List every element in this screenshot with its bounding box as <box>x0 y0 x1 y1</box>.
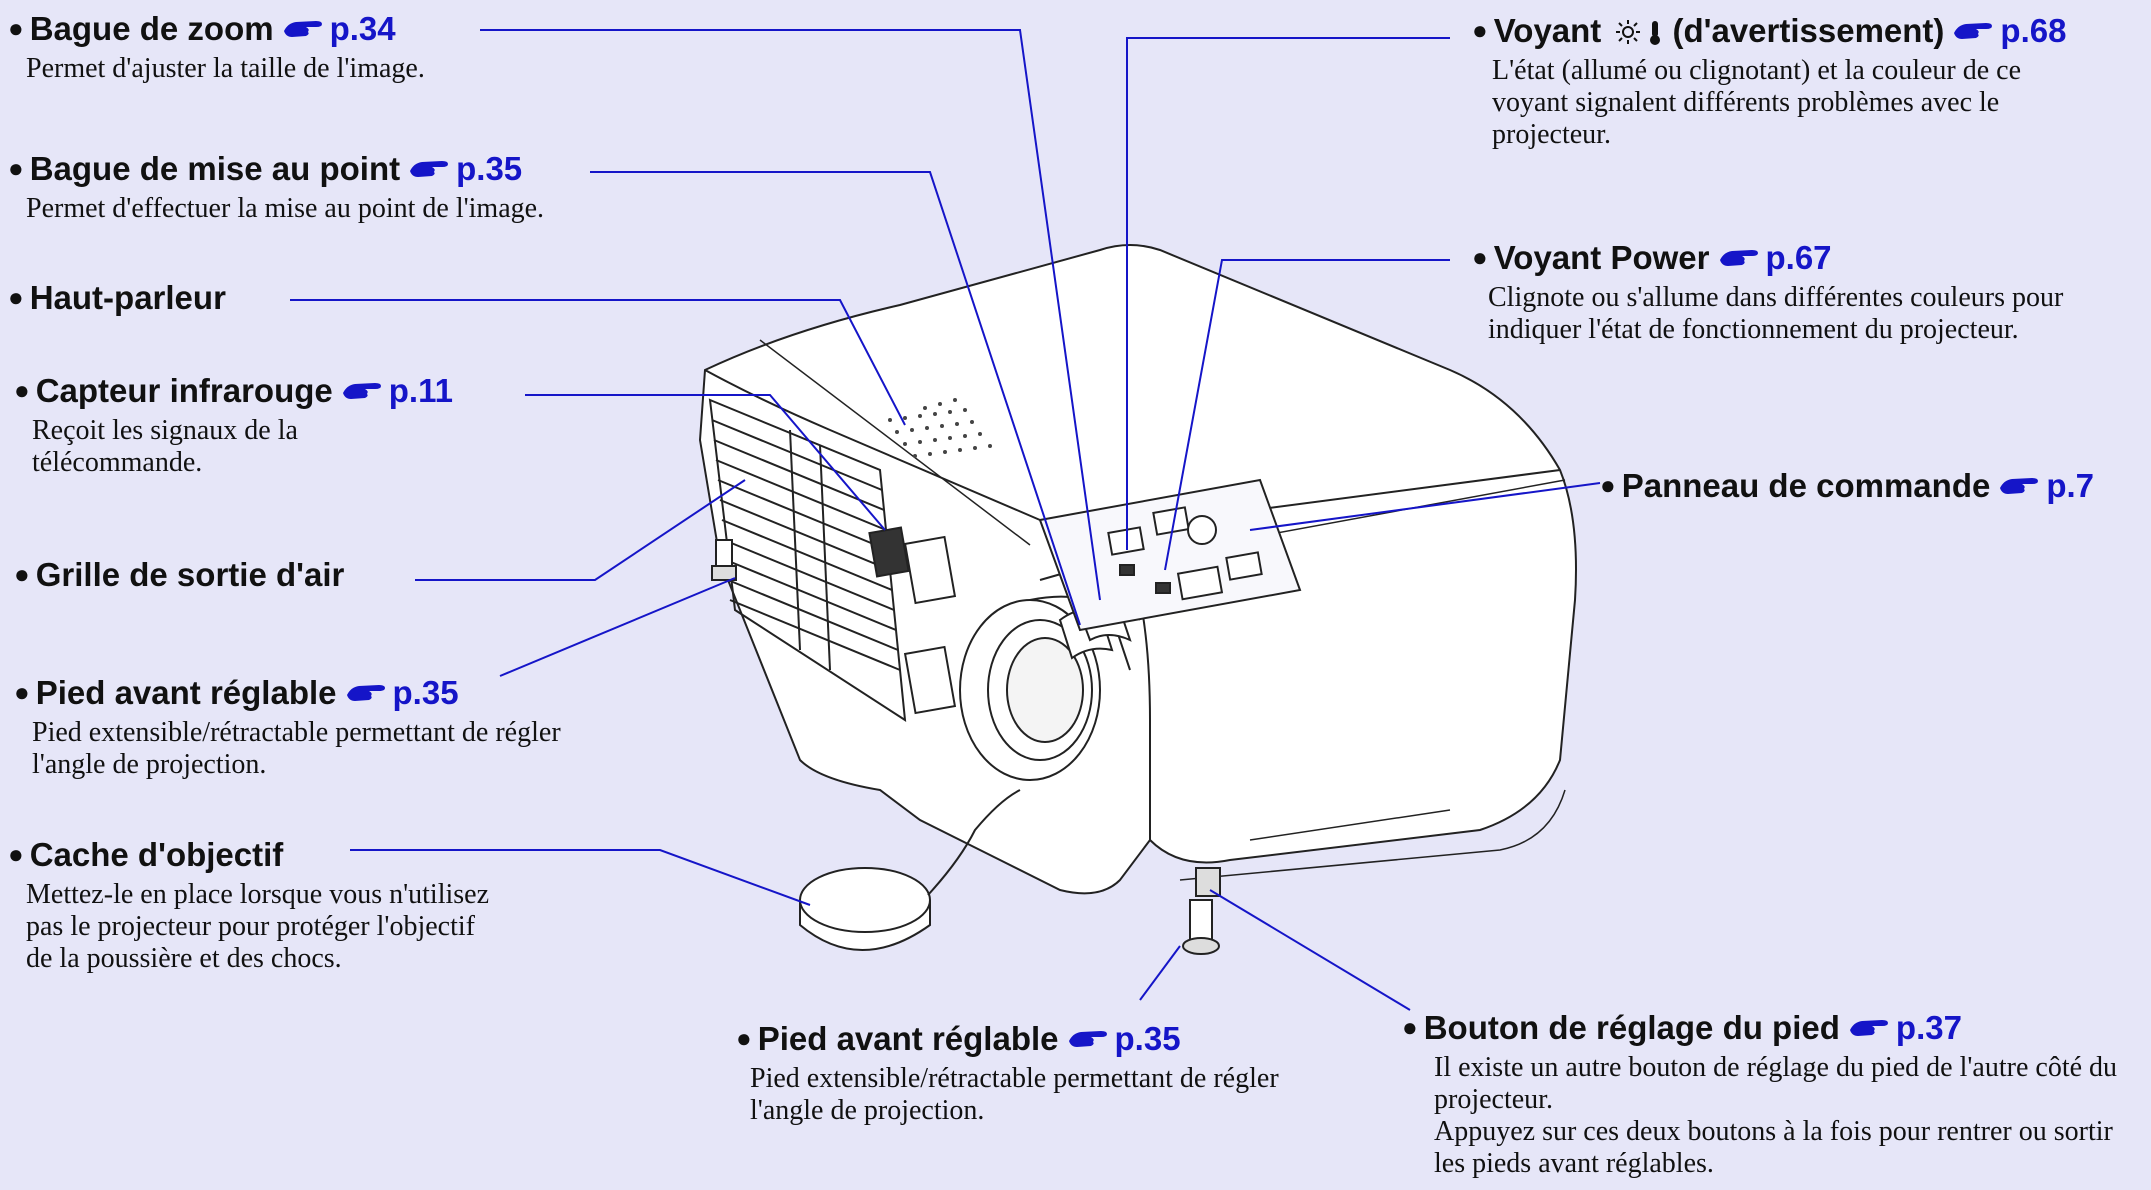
pointing-hand-icon <box>1718 246 1760 268</box>
speaker-grill <box>888 398 992 458</box>
pointing-hand-icon <box>345 681 387 703</box>
pointing-hand-icon <box>1067 1027 1109 1049</box>
left-foot <box>711 539 737 581</box>
callout-lens-cap: ●Cache d'objectif Mettez-le en place lor… <box>8 834 506 975</box>
side-label-lower <box>903 645 957 715</box>
air-vent-grille <box>708 398 907 722</box>
warning-title-suffix: (d'avertissement) <box>1672 12 1945 49</box>
pointing-hand-icon <box>341 379 383 401</box>
ir-title: Capteur infrarouge <box>35 372 333 409</box>
foot-left-ref-link[interactable]: p.35 <box>345 674 459 711</box>
lens-cap <box>799 789 1021 951</box>
ir-desc: Reçoit les signaux de la télécommande. <box>32 415 298 478</box>
panel-title: Panneau de commande <box>1621 467 1991 504</box>
pointing-hand-icon <box>1998 474 2040 496</box>
foot-center-desc: Pied extensible/rétractable permettant d… <box>750 1063 1279 1126</box>
ir-sensor <box>868 526 910 578</box>
foot-button-desc-2: Appuyez sur ces deux boutons à la fois p… <box>1434 1116 2113 1179</box>
zoom-ref-link[interactable]: p.34 <box>282 10 396 47</box>
foot-button-ref-link[interactable]: p.37 <box>1848 1009 1962 1046</box>
pointing-hand-icon <box>282 17 324 39</box>
pointing-hand-icon <box>1848 1016 1890 1038</box>
power-desc: Clignote ou s'allume dans différentes co… <box>1488 282 2064 345</box>
focus-title: Bague de mise au point <box>29 150 401 187</box>
cache-title: Cache d'objectif <box>29 836 284 873</box>
grille-title: Grille de sortie d'air <box>35 556 345 593</box>
focus-desc: Permet d'effectuer la mise au point de l… <box>26 193 545 224</box>
center-foot <box>1182 867 1221 955</box>
pointing-hand-icon <box>408 157 450 179</box>
focus-ref-link[interactable]: p.35 <box>408 150 522 187</box>
pointing-hand-icon <box>1952 19 1994 41</box>
foot-button-title: Bouton de réglage du pied <box>1423 1009 1840 1046</box>
power-ref-link[interactable]: p.67 <box>1718 239 1832 276</box>
foot-center-ref-link[interactable]: p.35 <box>1067 1020 1181 1057</box>
foot-button-desc-1: Il existe un autre bouton de réglage du … <box>1434 1052 2118 1115</box>
leader-lines <box>290 29 1601 1011</box>
foot-left-desc: Pied extensible/rétractable permettant d… <box>32 717 561 780</box>
ir-ref-link[interactable]: p.11 <box>341 372 453 409</box>
control-panel <box>1038 478 1302 632</box>
warning-ref-link[interactable]: p.68 <box>1952 12 2066 49</box>
zoom-desc: Permet d'ajuster la taille de l'image. <box>26 53 425 84</box>
foot-center-title: Pied avant réglable <box>757 1020 1059 1057</box>
power-title: Voyant Power <box>1493 239 1710 276</box>
temperature-warning-icon <box>1616 20 1661 45</box>
cache-desc: Mettez-le en place lorsque vous n'utilis… <box>26 879 489 974</box>
callout-speaker: ●Haut-parleur <box>8 279 226 316</box>
lens-assembly <box>959 558 1141 781</box>
warning-desc: L'état (allumé ou clignotant) et la coul… <box>1492 55 2022 150</box>
callout-warning-indicator: ●Voyant (d'avertissement)p.68 L'état (al… <box>1472 10 2092 151</box>
warning-title: Voyant <box>1493 12 1602 49</box>
zoom-title: Bague de zoom <box>29 10 274 47</box>
foot-left-title: Pied avant réglable <box>35 674 337 711</box>
callout-air-grille: ●Grille de sortie d'air <box>14 556 345 593</box>
side-label-upper <box>903 535 957 605</box>
panel-ref-link[interactable]: p.7 <box>1998 467 2094 504</box>
speaker-title: Haut-parleur <box>29 279 226 316</box>
